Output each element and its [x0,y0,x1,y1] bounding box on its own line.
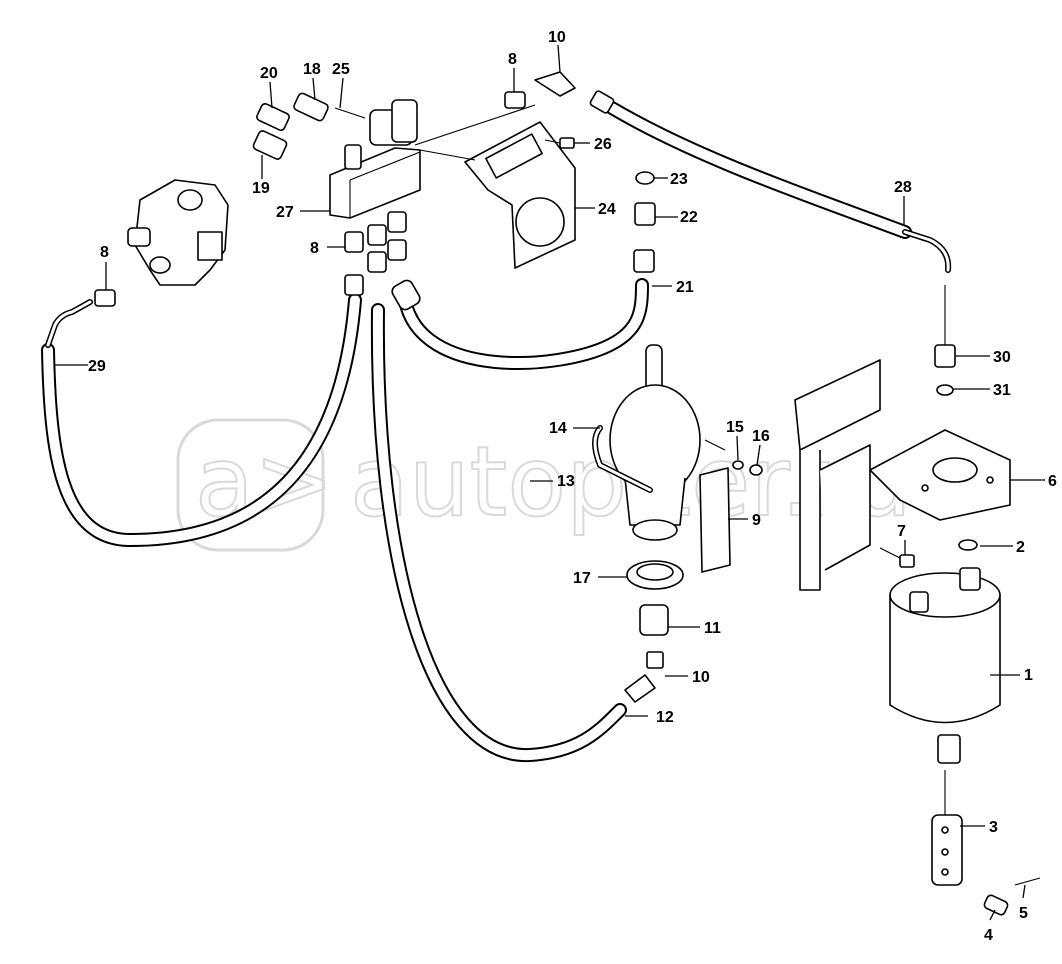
label-18: 18 [303,61,321,78]
callout-labels: 1 2 3 4 5 6 7 8 8 8 9 10 10 11 12 13 14 … [88,29,1057,944]
valve-block-27 [329,144,421,219]
bracket-24 [414,104,576,269]
reservoir-1 [889,567,1001,724]
label-16: 16 [752,428,770,445]
label-8-block: 8 [310,240,319,257]
hose-21 [398,278,649,371]
label-23: 23 [670,171,688,188]
label-28: 28 [894,179,912,196]
label-21: 21 [676,279,694,296]
elbow-10-bottom [624,651,664,703]
label-24: 24 [598,201,616,218]
seal-17 [626,560,684,590]
washers-15-16 [732,460,763,476]
bolt-26 [544,137,575,149]
pin-4 [983,894,1009,916]
label-13: 13 [557,473,575,490]
label-29: 29 [88,358,106,375]
ring-23 [635,171,655,185]
label-31: 31 [993,382,1011,399]
fitting-22 [633,202,656,273]
label-25: 25 [332,61,350,78]
solenoid [369,99,418,146]
washer-2 [958,539,978,551]
fitting-8-top [504,91,526,109]
hose-28 [605,101,952,273]
bolt-7 [879,547,915,568]
label-4: 4 [984,927,993,944]
label-26: 26 [594,136,612,153]
label-10-top: 10 [548,29,566,46]
label-2: 2 [1016,539,1025,556]
label-17: 17 [573,570,591,587]
label-14: 14 [549,420,567,437]
leader-lines [55,44,1045,921]
hose-12 [370,303,627,763]
label-30: 30 [993,349,1011,366]
switches-18-19-20 [252,92,366,160]
mount-plate [794,359,881,591]
elbow-10-top [534,71,615,114]
label-20: 20 [260,65,278,82]
label-12: 12 [656,709,674,726]
label-6: 6 [1048,473,1057,490]
label-19: 19 [252,180,270,197]
label-1: 1 [1024,667,1033,684]
pressure-regulator [127,179,229,286]
label-11: 11 [704,620,721,637]
fitting-11 [639,604,669,636]
clevis [937,734,961,815]
label-27: 27 [276,204,294,221]
ring-31 [936,384,954,396]
label-8-top: 8 [508,51,517,68]
label-5: 5 [1019,905,1028,922]
label-22: 22 [680,209,698,226]
block-fittings [344,211,421,311]
fitting-30 [934,344,956,368]
label-10-bottom: 10 [692,669,710,686]
bracket-6 [869,429,1011,521]
hose-29 [41,293,362,548]
label-8-left: 8 [100,244,109,261]
link-3 [931,814,963,886]
fitting-8-left [94,289,116,307]
pad-9 [699,467,731,573]
label-9: 9 [752,512,761,529]
filter-13 [592,344,726,541]
label-7: 7 [897,523,906,540]
label-3: 3 [989,819,998,836]
cotter-5 [1014,877,1041,886]
label-15: 15 [726,419,744,436]
